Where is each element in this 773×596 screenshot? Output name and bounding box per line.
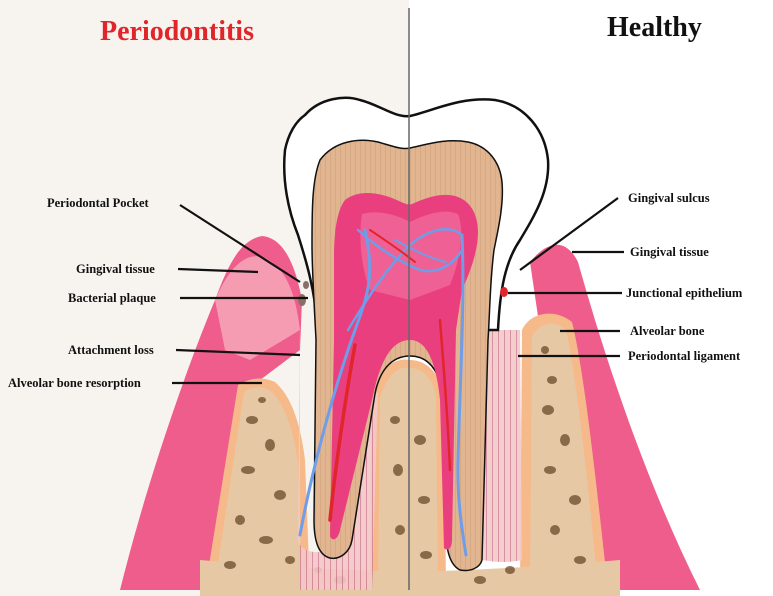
label-junctional-epithelium: Junctional epithelium <box>626 286 742 301</box>
label-alveolar-bone-resorption: Alveolar bone resorption <box>8 376 141 391</box>
label-alveolar-bone: Alveolar bone <box>630 324 704 339</box>
title-periodontitis: Periodontitis <box>100 16 254 48</box>
label-periodontal-pocket: Periodontal Pocket <box>47 196 149 211</box>
label-gingival-sulcus: Gingival sulcus <box>628 191 710 206</box>
junctional-epithelium-mark <box>500 287 508 297</box>
label-periodontal-ligament: Periodontal ligament <box>628 349 740 364</box>
label-gingival-tissue-left: Gingival tissue <box>76 262 155 277</box>
label-gingival-tissue-right: Gingival tissue <box>630 245 709 260</box>
label-attachment-loss: Attachment loss <box>68 343 154 358</box>
title-healthy: Healthy <box>607 12 702 44</box>
label-bacterial-plaque: Bacterial plaque <box>68 291 156 306</box>
